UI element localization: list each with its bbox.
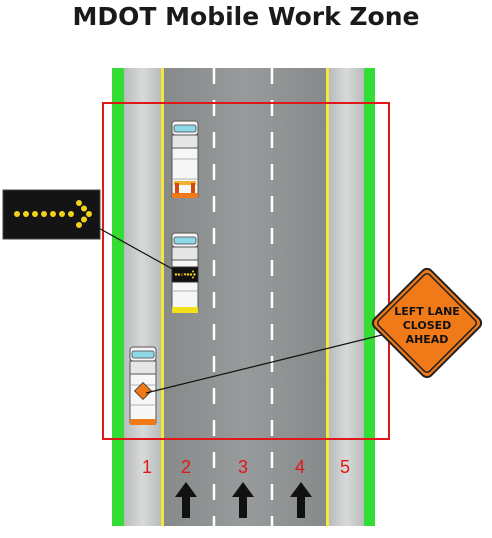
diagram-title: MDOT Mobile Work Zone [72,2,420,31]
sign-line-1: LEFT LANE [394,305,460,318]
road-sign-icon: LEFT LANE CLOSED AHEAD [371,267,483,379]
lane-number-4: 4 [295,457,305,477]
sign-callout-line [145,334,383,394]
left-shoulder [124,68,161,526]
up-arrow-icon [232,482,254,518]
arrow-board-icon [2,189,101,240]
lane-number-5: 5 [340,457,350,477]
arrow-board-truck [171,232,199,313]
lane-number-2: 2 [181,457,191,477]
up-arrow-icon [175,482,197,518]
up-arrow-icon [290,482,312,518]
arrow-board-callout-line [94,225,186,277]
lane-number-3: 3 [238,457,248,477]
right-shoulder [329,68,364,526]
left-yellow-line [161,68,164,526]
sign-line-3: AHEAD [406,333,449,346]
sign-truck [129,346,157,425]
work-zone-boundary [102,102,390,440]
lane-number-1: 1 [142,457,152,477]
sign-line-2: CLOSED [403,319,452,332]
right-edge-line [364,68,375,526]
lead-work-truck [171,120,199,198]
right-yellow-line [326,68,329,526]
left-edge-line [112,68,124,526]
